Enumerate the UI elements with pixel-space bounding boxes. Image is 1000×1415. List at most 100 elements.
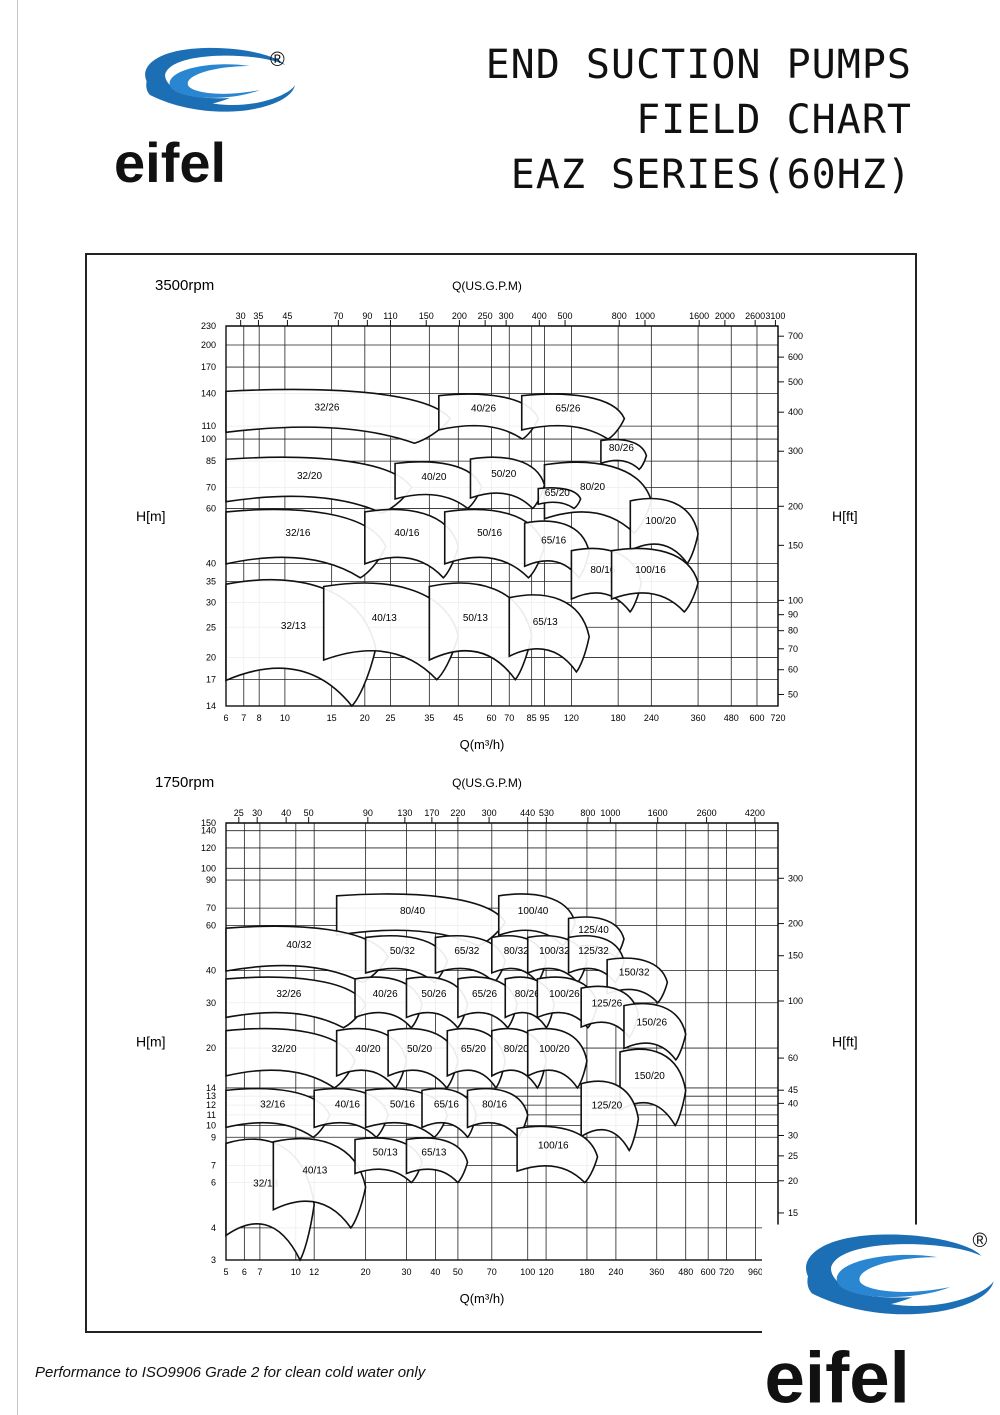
pump-region-label: 50/26 bbox=[421, 989, 446, 1000]
y-tick-label: 13 bbox=[206, 1091, 216, 1101]
y-tick-label: 3 bbox=[211, 1255, 216, 1265]
pump-region-label: 40/16 bbox=[335, 1100, 360, 1111]
x-tick-label: 25 bbox=[386, 713, 396, 723]
pump-region bbox=[508, 594, 590, 674]
top-tick-label: 90 bbox=[362, 311, 372, 321]
pump-region-label: 32/13 bbox=[253, 1178, 278, 1189]
top-tick-label: 800 bbox=[612, 311, 627, 321]
x-tick-label: 15 bbox=[327, 713, 337, 723]
x-axis-title: Q(m³/h) bbox=[460, 737, 505, 752]
top-tick-label: 2600 bbox=[745, 311, 765, 321]
y-tick-label: 30 bbox=[206, 998, 216, 1008]
x-tick-label: 20 bbox=[361, 1267, 371, 1277]
right-tick-label: 60 bbox=[788, 665, 798, 675]
pump-region-label: 32/20 bbox=[297, 471, 322, 482]
x-tick-label: 6 bbox=[242, 1267, 247, 1277]
x-tick-label: 35 bbox=[424, 713, 434, 723]
pump-region bbox=[606, 957, 669, 1004]
top-tick-label: 1000 bbox=[600, 808, 620, 818]
pump-region bbox=[364, 508, 460, 579]
y-tick-label: 60 bbox=[206, 503, 216, 513]
y-tick-label: 140 bbox=[201, 388, 216, 398]
title-line-2: FIELD CHART bbox=[636, 97, 912, 143]
pump-region bbox=[537, 487, 582, 510]
pump-region-label: 32/26 bbox=[314, 402, 339, 413]
top-tick-label: 130 bbox=[397, 808, 412, 818]
pump-region-label: 32/16 bbox=[285, 528, 310, 539]
top-tick-label: 440 bbox=[520, 808, 535, 818]
brand-logo-bottom: ® eifel bbox=[762, 1224, 1000, 1415]
x-tick-label: 180 bbox=[579, 1267, 594, 1277]
y-tick-label: 10 bbox=[206, 1121, 216, 1131]
y-tick-label: 120 bbox=[201, 843, 216, 853]
y-tick-label: 20 bbox=[206, 653, 216, 663]
x-tick-label: 240 bbox=[608, 1267, 623, 1277]
y-tick-label: 4 bbox=[211, 1223, 216, 1233]
brand-name: eifel bbox=[114, 131, 226, 190]
y-tick-label: 100 bbox=[201, 434, 216, 444]
right-tick-label: 45 bbox=[788, 1085, 798, 1095]
pump-region bbox=[457, 976, 518, 1029]
registered-mark: ® bbox=[270, 49, 285, 71]
pump-region bbox=[225, 1027, 356, 1089]
pump-region bbox=[600, 438, 648, 471]
x-tick-label: 12 bbox=[309, 1267, 319, 1277]
pump-region-label: 40/20 bbox=[356, 1044, 381, 1055]
pump-region-label: 40/16 bbox=[394, 528, 419, 539]
pump-region-label: 80/20 bbox=[580, 482, 605, 493]
x-tick-label: 7 bbox=[241, 713, 246, 723]
y-tick-label: 25 bbox=[206, 622, 216, 632]
pump-region bbox=[272, 1137, 367, 1230]
pump-region bbox=[629, 497, 699, 565]
top-tick-label: 1000 bbox=[635, 311, 655, 321]
right-tick-label: 100 bbox=[788, 996, 803, 1006]
x-tick-label: 40 bbox=[430, 1267, 440, 1277]
pump-region bbox=[434, 935, 507, 984]
y-tick-label: 140 bbox=[201, 826, 216, 836]
x-tick-label: 45 bbox=[453, 713, 463, 723]
pump-region-label: 100/32 bbox=[539, 946, 570, 957]
pump-region-label: 32/13 bbox=[281, 621, 306, 632]
pump-region bbox=[225, 508, 387, 579]
y-tick-label: 9 bbox=[211, 1132, 216, 1142]
pump-region bbox=[225, 456, 413, 514]
top-tick-label: 25 bbox=[234, 808, 244, 818]
pump-region-label: 80/20 bbox=[504, 1044, 529, 1055]
top-tick-label: 300 bbox=[499, 311, 514, 321]
pump-region-label: 50/20 bbox=[407, 1044, 432, 1055]
top-tick-label: 500 bbox=[558, 311, 573, 321]
pump-region bbox=[446, 1027, 507, 1090]
pump-region bbox=[421, 1087, 478, 1139]
top-tick-label: 30 bbox=[236, 311, 246, 321]
y-tick-label: 100 bbox=[201, 863, 216, 873]
x-tick-label: 480 bbox=[678, 1267, 693, 1277]
right-tick-label: 150 bbox=[788, 951, 803, 961]
right-tick-label: 25 bbox=[788, 1151, 798, 1161]
top-tick-label: 200 bbox=[452, 311, 467, 321]
y-tick-label: 150 bbox=[201, 818, 216, 828]
x-tick-label: 120 bbox=[539, 1267, 554, 1277]
pump-region-label: 100/20 bbox=[646, 516, 677, 527]
x-tick-label: 720 bbox=[719, 1267, 734, 1277]
right-tick-label: 200 bbox=[788, 919, 803, 929]
pump-region bbox=[428, 582, 533, 681]
pump-region-label: 50/16 bbox=[477, 528, 502, 539]
right-tick-label: 60 bbox=[788, 1053, 798, 1063]
pump-region bbox=[225, 1087, 331, 1139]
pump-region-label: 150/20 bbox=[634, 1071, 665, 1082]
y-tick-label: 6 bbox=[211, 1178, 216, 1188]
y-tick-label: 12 bbox=[206, 1100, 216, 1110]
top-tick-label: 300 bbox=[482, 808, 497, 818]
pump-region-label: 65/26 bbox=[472, 989, 497, 1000]
top-tick-label: 30 bbox=[252, 808, 262, 818]
y-tick-label: 35 bbox=[206, 577, 216, 587]
y-tick-label: 7 bbox=[211, 1160, 216, 1170]
x-tick-label: 50 bbox=[453, 1267, 463, 1277]
x-tick-label: 960 bbox=[748, 1267, 763, 1277]
x-tick-label: 70 bbox=[487, 1267, 497, 1277]
top-tick-label: 220 bbox=[450, 808, 465, 818]
pump-region-label: 125/40 bbox=[578, 925, 609, 936]
pump-region bbox=[225, 388, 452, 445]
pump-region-label: 80/26 bbox=[515, 989, 540, 1000]
